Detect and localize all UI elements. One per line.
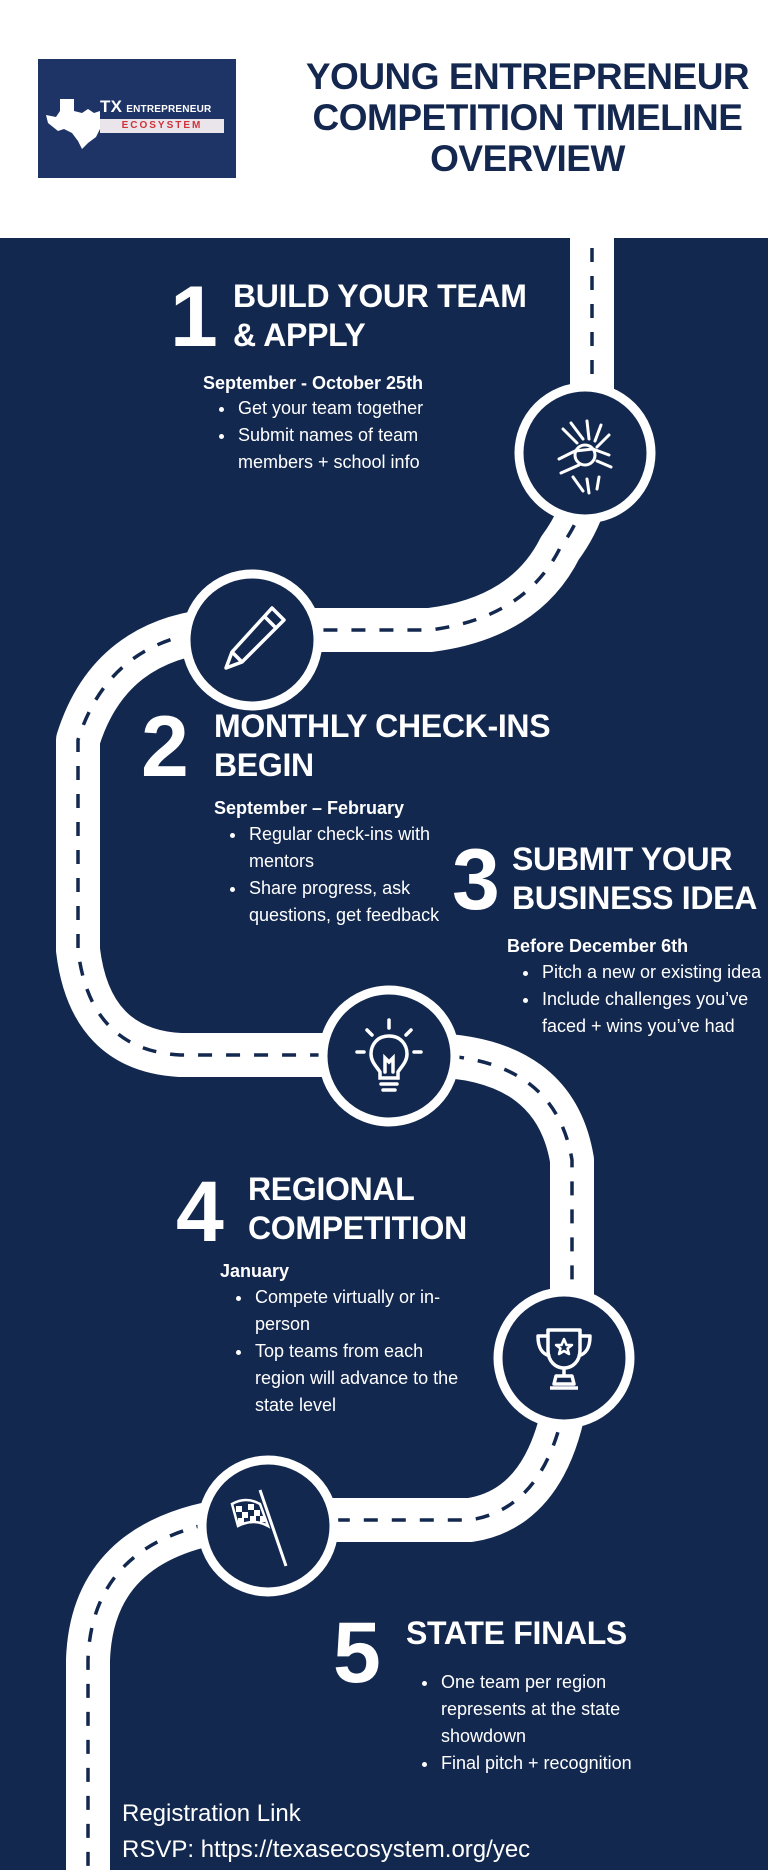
- step-5-bullets: One team per region represents at the st…: [415, 1669, 674, 1777]
- trophy-icon: [536, 1328, 592, 1390]
- step-2-date: September – February: [214, 798, 405, 818]
- list-item: Pitch a new or existing idea: [540, 959, 768, 986]
- step-3-icon-circle: [317, 984, 461, 1128]
- step-2-number: 2: [141, 699, 189, 795]
- step-3-date: Before December 6th: [507, 936, 689, 956]
- logo-text: TX ENTREPRENEUR: [100, 97, 212, 116]
- list-item: Get your team together: [236, 395, 486, 422]
- team-hands-icon: [557, 419, 613, 495]
- tx-entrepreneur-ecosystem-logo: TX ENTREPRENEUR ECOSYSTEM: [38, 59, 236, 178]
- step-5-icon-circle: [196, 1454, 340, 1598]
- texas-map-icon: [46, 99, 100, 149]
- registration-link[interactable]: RSVP: https://texasecosystem.org/yec: [122, 1836, 531, 1863]
- list-item: Submit names of team members + school in…: [236, 422, 486, 476]
- list-item: One team per region represents at the st…: [439, 1669, 674, 1750]
- step-3-number: 3: [452, 832, 500, 928]
- registration-label: Registration Link: [122, 1800, 301, 1827]
- winding-road: [56, 238, 614, 1870]
- checkered-flag-icon: [230, 1489, 288, 1567]
- step-4-bullets: Compete virtually or in-person Top teams…: [229, 1284, 463, 1419]
- list-item: Final pitch + recognition: [439, 1750, 674, 1777]
- step-1-icon-circle: [513, 381, 657, 525]
- pencil-icon: [224, 606, 286, 670]
- list-item: Include challenges you’ve faced + wins y…: [540, 986, 768, 1040]
- step-2-bullets: Regular check-ins with mentors Share pro…: [223, 821, 447, 929]
- timeline-panel: 1 BUILD YOUR TEAM& APPLY September - Oct…: [0, 238, 768, 1870]
- step-1-heading: BUILD YOUR TEAM& APPLY: [233, 278, 527, 353]
- list-item: Share progress, ask questions, get feedb…: [247, 875, 447, 929]
- logo-band: ECOSYSTEM: [100, 119, 224, 133]
- list-item: Compete virtually or in-person: [253, 1284, 463, 1338]
- header: TX ENTREPRENEUR ECOSYSTEM YOUNG ENTREPRE…: [0, 0, 768, 238]
- step-4-number: 4: [176, 1164, 224, 1260]
- step-1-date: September - October 25th: [203, 373, 424, 393]
- lightbulb-icon: [355, 1018, 423, 1092]
- step-5-number: 5: [333, 1605, 381, 1701]
- step-2-icon-circle: [180, 568, 324, 712]
- list-item: Regular check-ins with mentors: [247, 821, 447, 875]
- page-title: YOUNG ENTREPRENEUR COMPETITION TIMELINE …: [305, 56, 750, 179]
- step-1-bullets: Get your team together Submit names of t…: [212, 395, 486, 476]
- step-1-number: 1: [170, 269, 218, 365]
- step-5-heading: STATE FINALS: [406, 1615, 627, 1651]
- list-item: Top teams from each region will advance …: [253, 1338, 463, 1419]
- step-3-bullets: Pitch a new or existing idea Include cha…: [516, 959, 768, 1040]
- step-4-date: January: [220, 1261, 290, 1281]
- step-4-icon-circle: [492, 1286, 636, 1430]
